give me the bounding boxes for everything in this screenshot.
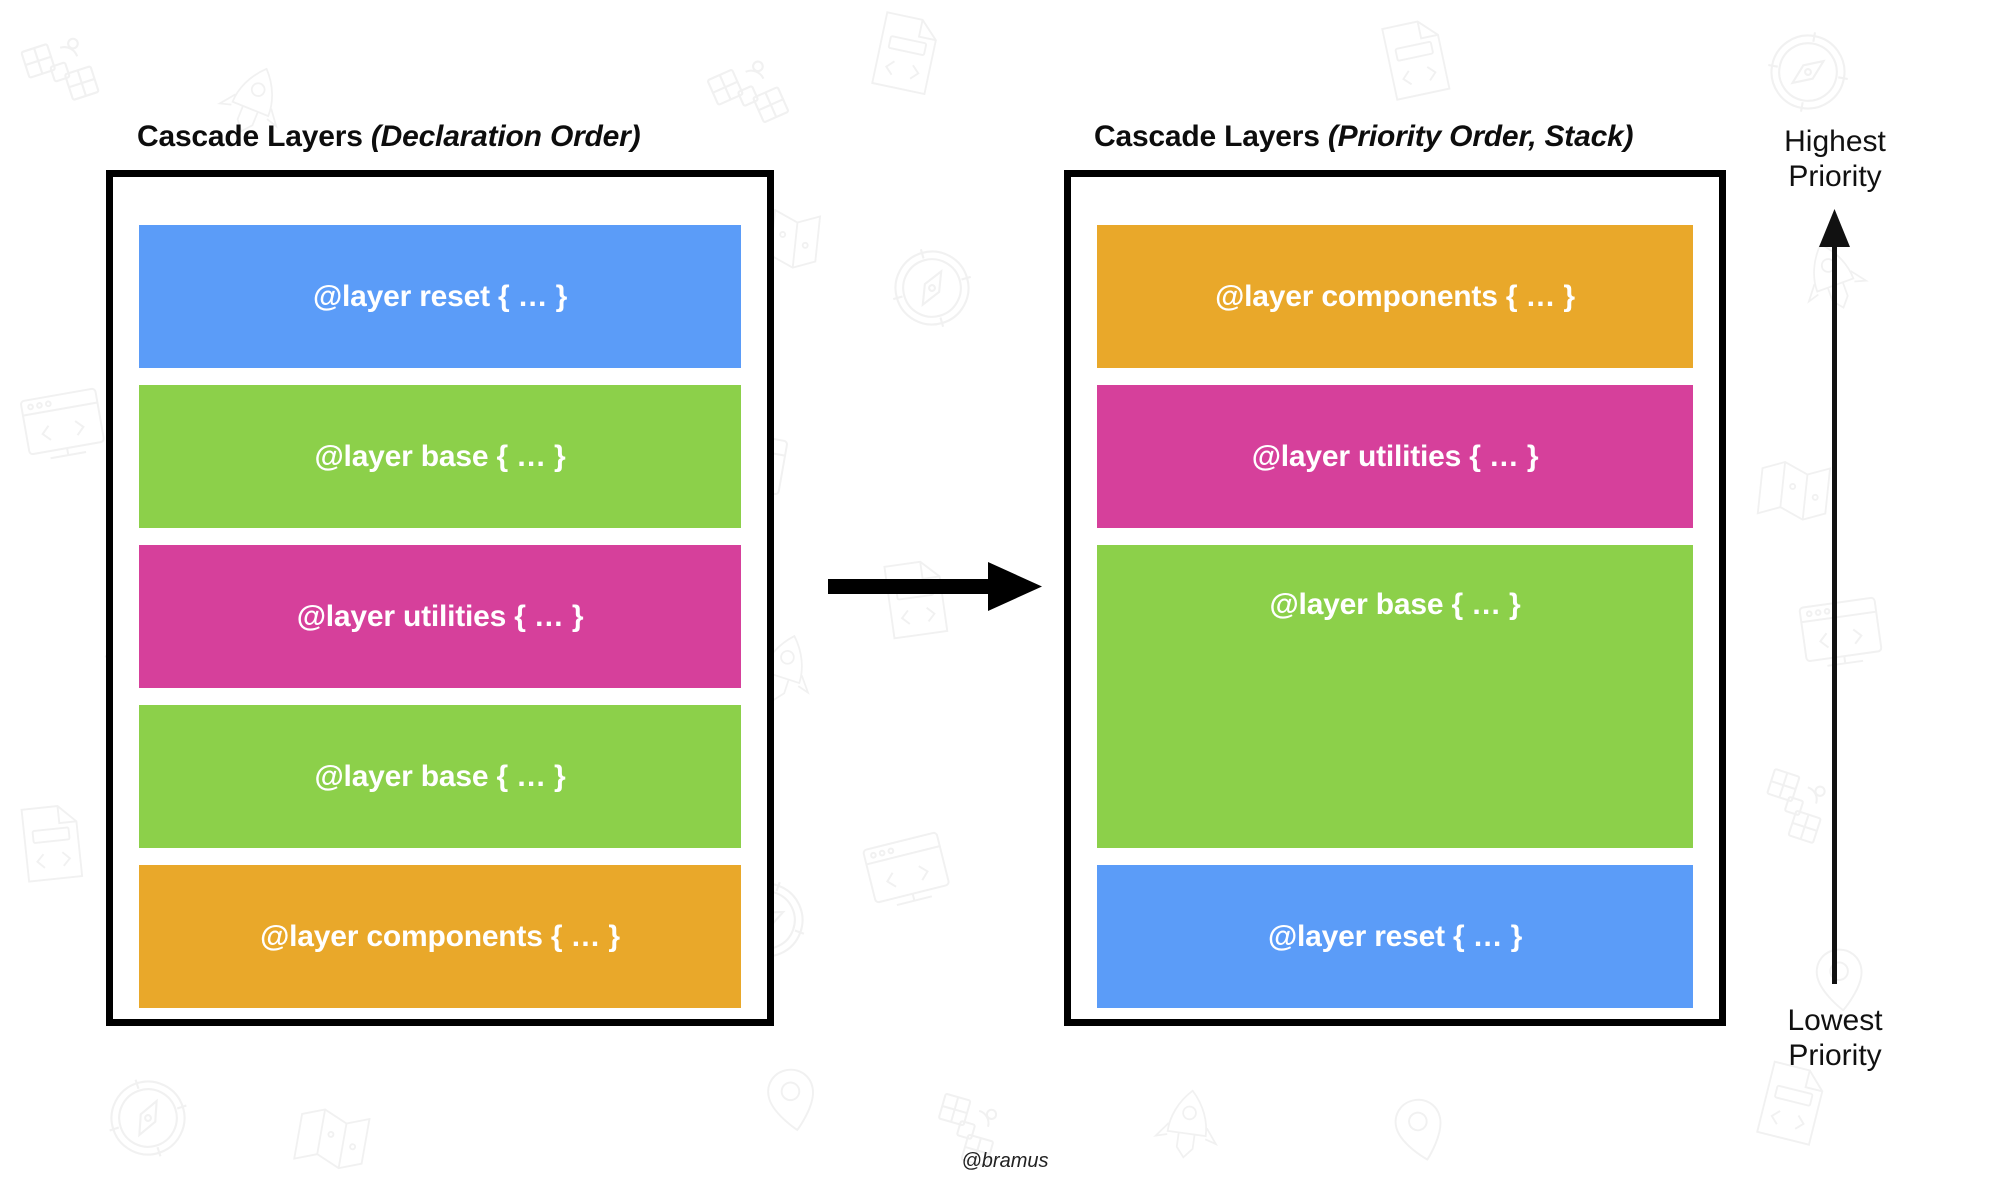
satellite-icon xyxy=(0,12,120,133)
layer-block-label: @layer components { … } xyxy=(1215,279,1575,313)
html-file-icon xyxy=(4,796,99,891)
declaration-order-panel: @layer reset { … } @layer base { … } @laye… xyxy=(106,170,774,1026)
left-panel-title-main: Cascade Layers xyxy=(137,120,371,153)
satellite-icon xyxy=(685,33,812,160)
layer-block-base: @layer base { … } xyxy=(1097,545,1693,848)
layer-block-label: @layer components { … } xyxy=(260,919,620,953)
layer-block-label: @layer utilities { … } xyxy=(296,599,584,633)
highest-priority-label: Highest Priority xyxy=(1784,125,1886,193)
declaration-order-layer-list: @layer reset { … } @layer base { … } @laye… xyxy=(113,177,767,1034)
layer-block-label: @layer utilities { … } xyxy=(1251,439,1539,473)
layer-block-base: @layer base { … } xyxy=(139,385,741,528)
lowest-priority-label: Lowest Priority xyxy=(1787,1004,1883,1072)
layer-block-base: @layer base { … } xyxy=(139,705,741,848)
priority-order-panel: @layer components { … } @layer utilities … xyxy=(1064,170,1726,1026)
priority-axis: Highest Priority Lowest Priority xyxy=(1746,125,1924,1072)
layer-block-components: @layer components { … } xyxy=(1097,225,1693,368)
map-pin-icon xyxy=(746,1054,839,1147)
html-file-icon xyxy=(1364,8,1466,110)
browser-icon xyxy=(11,373,115,477)
layer-block-label: @layer base { … } xyxy=(314,759,566,793)
html-file-icon xyxy=(854,2,956,104)
layer-block-components: @layer components { … } xyxy=(139,865,741,1008)
arrow-right-icon xyxy=(828,556,1044,618)
priority-order-layer-list: @layer components { … } @layer utilities … xyxy=(1071,177,1719,1034)
layer-block-utilities: @layer utilities { … } xyxy=(1097,385,1693,528)
browser-icon xyxy=(852,816,961,925)
layer-block-label: @layer reset { … } xyxy=(312,279,568,313)
layer-block-reset: @layer reset { … } xyxy=(1097,865,1693,1008)
right-panel-title-main: Cascade Layers xyxy=(1094,120,1328,153)
left-panel-title: Cascade Layers (Declaration Order) xyxy=(137,120,641,154)
layer-block-reset: @layer reset { … } xyxy=(139,225,741,368)
arrow-up-icon xyxy=(1746,209,1924,984)
layer-block-utilities: @layer utilities { … } xyxy=(139,545,741,688)
right-panel-title: Cascade Layers (Priority Order, Stack) xyxy=(1094,120,1634,154)
compass-icon xyxy=(873,229,992,348)
right-panel-title-emphasis: (Priority Order, Stack) xyxy=(1327,120,1634,153)
layer-block-label: @layer base { … } xyxy=(314,439,566,473)
compass-icon xyxy=(1752,16,1863,127)
left-panel-title-emphasis: (Declaration Order) xyxy=(370,120,641,153)
layer-block-label: @layer base { … } xyxy=(1269,588,1521,621)
author-signature: @bramus xyxy=(961,1150,1049,1172)
layer-block-label: @layer reset { … } xyxy=(1267,919,1523,953)
